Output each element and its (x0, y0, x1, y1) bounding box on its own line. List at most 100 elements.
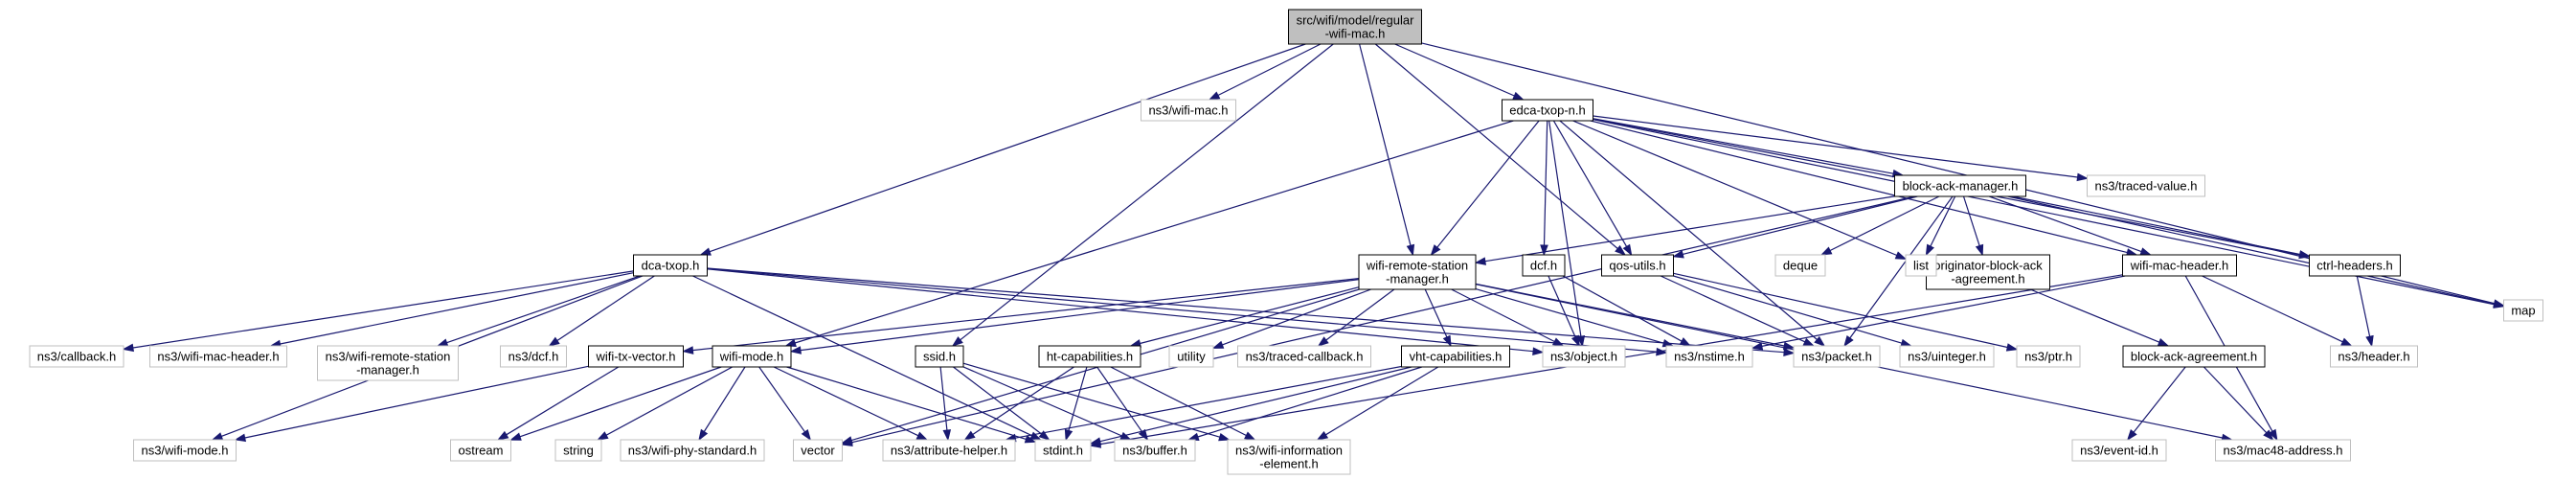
node-box (1502, 99, 1593, 122)
node-ns3-header: ns3/header.h (2330, 345, 2418, 368)
edge-line (519, 366, 722, 438)
edge-arrowhead (2298, 250, 2311, 259)
node-ns3-wifi-mac: ns3/wifi-mac.h (1141, 99, 1236, 122)
edge-line (692, 275, 1032, 437)
edges-layer (122, 42, 2505, 448)
node-label: ns3/traced-value.h (2095, 179, 2198, 194)
node-box (317, 345, 459, 381)
edge-wmode-to-ostream (509, 366, 722, 441)
node-dcf[interactable]: dcf.h (1522, 254, 1566, 277)
edge-arrowhead (234, 433, 247, 443)
node-box (915, 345, 964, 368)
edge-wmode-to-ns3-attribute-helper (773, 366, 929, 441)
edge-arrowhead (784, 338, 797, 348)
edge-arrowhead (1317, 336, 1329, 347)
edge-arrowhead (548, 336, 560, 347)
edge-ssid-to-ns3-attribute-helper (939, 366, 952, 442)
edge-line (1829, 195, 1940, 252)
edge-wrsm-to-ns3-traced-callback (1317, 288, 1395, 347)
node-box (1288, 9, 1422, 45)
edge-wrsm-to-vhtcap (1424, 288, 1452, 348)
edge-arrowhead (1211, 340, 1225, 349)
edge-line (786, 366, 1027, 440)
node-ssid[interactable]: ssid.h (915, 345, 964, 368)
node-box (1905, 254, 1937, 277)
edge-arrowhead (1751, 342, 1764, 351)
edge-dcf-to-ns3-object (1548, 275, 1580, 348)
node-box (2122, 254, 2237, 277)
edge-arrowhead (1208, 91, 1221, 101)
node-box (793, 439, 843, 462)
edge-line (605, 366, 733, 436)
node-label: ns3/mac48-address.h (2223, 444, 2342, 458)
node-ns3-dcf: ns3/dcf.h (500, 345, 567, 368)
node-label: utility (1177, 350, 1206, 364)
node-qos[interactable]: qos-utils.h (1601, 254, 1674, 277)
node-label: ns3/wifi-mac-header.h (157, 350, 279, 364)
edge-ssid-to-ns3-buffer (962, 366, 1133, 441)
node-label: block-ack-agreement.h (2131, 350, 2257, 364)
node-edca[interactable]: edca-txop-n.h (1502, 99, 1593, 122)
node-label: ostream (459, 444, 504, 458)
edge-arrowhead (1570, 334, 1580, 348)
edge-arrowhead (1089, 437, 1102, 446)
edge-line (953, 366, 1042, 435)
edge-htcap-to-ns3-attribute-helper (963, 366, 1074, 441)
node-label: ns3/ptr.h (2024, 350, 2072, 364)
node-oba[interactable]: originator-block-ack-agreement.h (1926, 254, 2050, 290)
edge-line (1359, 43, 1412, 246)
edge-line (1217, 43, 1322, 97)
edge-line (2029, 288, 2160, 343)
node-vector: vector (793, 439, 843, 462)
edge-line (1590, 120, 2128, 254)
edge-line (1962, 195, 1980, 246)
edge-arrowhead (1512, 91, 1525, 101)
node-label: dca-txop.h (642, 259, 700, 273)
edge-wrsm-to-ns3-object (1451, 288, 1565, 347)
node-htcap[interactable]: ht-capabilities.h (1038, 345, 1141, 368)
edge-line (1543, 120, 1548, 246)
edge-line (1593, 118, 1894, 174)
node-ctrl[interactable]: ctrl-headers.h (2309, 254, 2401, 277)
node-utility: utility (1168, 345, 1214, 368)
node-box (500, 345, 567, 368)
edge-line (1222, 288, 1371, 346)
node-label: -manager.h (1386, 272, 1449, 286)
node-root[interactable]: src/wifi/model/regular-wifi-mac.h (1288, 9, 1422, 45)
edge-arrowhead (801, 428, 812, 442)
node-label: ctrl-headers.h (2316, 259, 2392, 273)
node-label: qos-utils.h (1609, 259, 1665, 273)
node-box (149, 345, 287, 368)
edge-wtv-to-ns3-wifi-mode (234, 365, 589, 443)
edge-line (962, 362, 1220, 438)
node-wmode[interactable]: wifi-mode.h (712, 345, 792, 368)
node-bam[interactable]: block-ack-manager.h (1894, 174, 2026, 197)
node-box (2215, 439, 2351, 462)
node-box (1793, 345, 1881, 368)
edge-wmh-to-ns3-header (2202, 275, 2353, 347)
node-vhtcap[interactable]: vht-capabilities.h (1401, 345, 1510, 368)
edge-arrowhead (789, 346, 802, 354)
node-label: ns3/dcf.h (508, 350, 559, 364)
node-ns3-wrsm: ns3/wifi-remote-station-manager.h (317, 345, 459, 381)
node-wrsm[interactable]: wifi-remote-station-manager.h (1358, 254, 1477, 290)
edge-arrowhead (2139, 247, 2153, 256)
node-dca[interactable]: dca-txop.h (633, 254, 708, 277)
node-label: -agreement.h (1951, 272, 2024, 286)
edge-bam-to-ctrl (2012, 195, 2311, 259)
node-box (1522, 254, 1566, 277)
node-box (1774, 254, 1826, 277)
node-box (133, 439, 237, 462)
edge-arrowhead (1672, 250, 1684, 259)
edge-line (2202, 275, 2343, 343)
edge-wmode-to-string (596, 366, 733, 441)
edge-line (939, 366, 948, 431)
edge-root-to-wrsm (1359, 43, 1415, 257)
node-wtv[interactable]: wifi-tx-vector.h (588, 345, 684, 368)
node-ns3-traced-callback: ns3/traced-callback.h (1237, 345, 1371, 368)
node-ns3-buffer: ns3/buffer.h (1114, 439, 1196, 462)
node-wmh[interactable]: wifi-mac-header.h (2122, 254, 2237, 277)
node-baa[interactable]: block-ack-agreement.h (2122, 345, 2266, 368)
edge-dca-to-ns3-wrsm (436, 275, 641, 347)
node-box (29, 345, 124, 368)
